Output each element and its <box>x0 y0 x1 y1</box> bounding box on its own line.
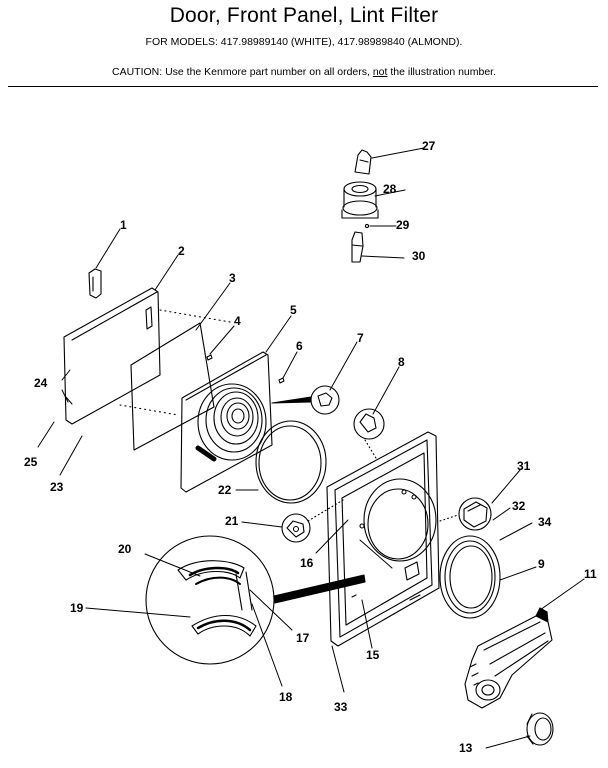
callout-8: 8 <box>398 355 405 369</box>
callout-28: 28 <box>383 182 397 196</box>
caution-prefix: CAUTION: Use the Kenmore part number on … <box>111 66 373 78</box>
callout-34: 34 <box>538 515 552 529</box>
callout-33: 33 <box>334 700 348 714</box>
callout-4: 4 <box>234 314 241 328</box>
page-title: Door, Front Panel, Lint Filter <box>169 4 439 27</box>
callout-25: 25 <box>24 455 38 469</box>
callout-11: 11 <box>584 567 597 581</box>
callout-13: 13 <box>459 741 473 755</box>
part-8-strike-detail <box>353 408 385 440</box>
magnified-detail-circle <box>145 535 366 665</box>
caution-line: CAUTION: Use the Kenmore part number on … <box>0 66 608 78</box>
alignment-line-31 <box>439 514 459 522</box>
callout-17: 17 <box>296 631 310 645</box>
part-4-screw <box>206 354 213 361</box>
caution-suffix: the illustration number. <box>387 66 497 78</box>
part-11-lint-duct <box>464 607 553 709</box>
callout-27: 27 <box>422 139 436 153</box>
caution-not: not <box>372 66 388 78</box>
callout-9: 9 <box>538 557 545 571</box>
part-28-housing <box>341 181 379 219</box>
callout-23: 23 <box>50 480 64 494</box>
part-29-screw <box>364 223 370 229</box>
leader-lines <box>37 147 585 749</box>
callout-24: 24 <box>34 376 48 390</box>
callout-3: 3 <box>229 271 236 285</box>
alignment-line-strike <box>364 439 377 459</box>
part-31-bracket <box>458 497 492 531</box>
callout-7: 7 <box>357 331 364 345</box>
callout-18: 18 <box>279 690 293 704</box>
part-7-latch-detail <box>271 385 340 415</box>
part-3-inner-panel <box>130 322 215 451</box>
callout-20: 20 <box>118 542 132 556</box>
callout-29: 29 <box>396 218 410 232</box>
part-27-knob <box>354 149 372 175</box>
part-1-handle <box>88 268 102 299</box>
callout-22: 22 <box>218 483 232 497</box>
callout-1: 1 <box>120 218 127 232</box>
callout-6: 6 <box>296 339 303 353</box>
part-6-screw <box>278 377 285 384</box>
header-rule <box>8 86 598 87</box>
callout-5: 5 <box>290 303 297 317</box>
part-21-hinge-detail <box>281 499 344 543</box>
models-line: FOR MODELS: 417.98989140 (WHITE), 417.98… <box>145 36 463 48</box>
callout-30: 30 <box>412 249 426 263</box>
callout-16: 16 <box>300 556 314 570</box>
part-2-door-outer-panel <box>63 287 161 425</box>
part-33-front-panel <box>326 431 440 647</box>
callout-32: 32 <box>512 499 526 513</box>
callout-15: 15 <box>366 648 380 662</box>
alignment-lines-door <box>119 309 231 416</box>
part-5-door-panel <box>180 351 273 493</box>
part-30-pin <box>351 231 364 263</box>
callout-31: 31 <box>517 459 531 473</box>
part-13-grommet <box>526 712 554 746</box>
callout-19: 19 <box>70 601 84 615</box>
callout-2: 2 <box>178 244 185 258</box>
callout-21: 21 <box>225 514 239 528</box>
part-22-door-gasket <box>255 420 327 504</box>
part-9-seal-ring <box>439 535 501 619</box>
